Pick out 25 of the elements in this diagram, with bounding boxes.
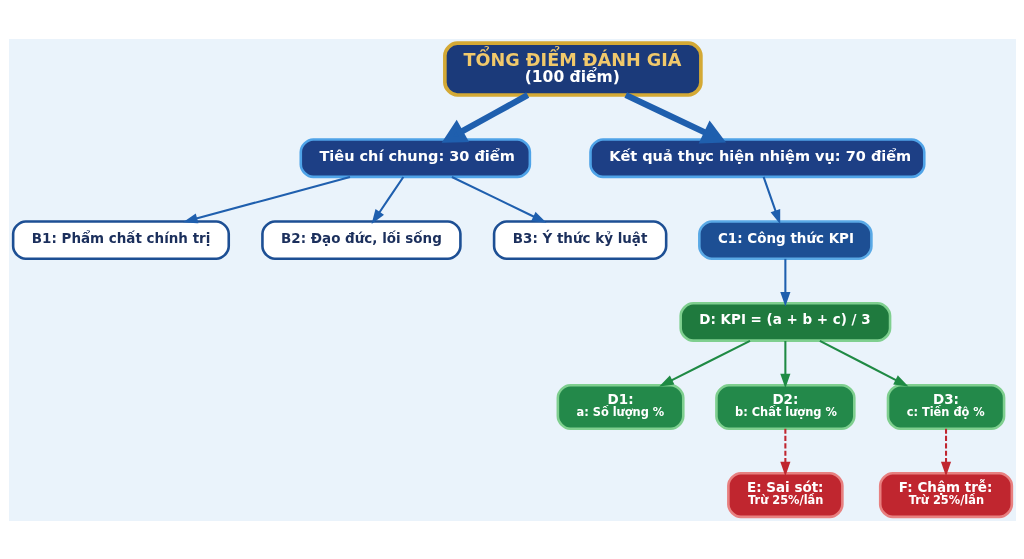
arrow — [779, 258, 790, 306]
node-box: D: KPI = (a + b + c) / 3 — [678, 301, 891, 342]
node-box: B2: Đạo đức, lối sống — [260, 219, 462, 260]
arrow — [623, 91, 726, 144]
node-box: E: Sai sót: Trừ 25%/lần — [726, 471, 844, 518]
arrow — [779, 428, 790, 476]
node-box: Kết quả thực hiện nhiệm vụ: 70 điểm — [588, 137, 926, 178]
node-box: B1: Phẩm chất chính trị — [11, 219, 230, 260]
node-box: Tiêu chí chung: 30 điểm — [299, 137, 531, 178]
node-box: TỔNG ĐIỂM ĐÁNH GIÁ (100 điểm) — [442, 40, 703, 97]
node-box: D1: a: Số lượng % — [556, 383, 685, 430]
arrow — [779, 340, 790, 388]
node-box: D2: b: Chất lượng % — [714, 383, 856, 430]
arrow — [450, 175, 546, 223]
arrow — [371, 175, 404, 224]
node-box: D3: c: Tiến độ % — [886, 383, 1005, 430]
node-box: C1: Công thức KPI — [697, 219, 873, 260]
node-box: F: Chậm trễ: Trừ 25%/lần — [878, 471, 1013, 518]
arrow — [441, 91, 529, 143]
arrow — [658, 339, 750, 386]
arrow — [818, 339, 908, 387]
arrow — [762, 176, 780, 224]
arrow — [182, 175, 350, 223]
node-box: B3: Ý thức kỷ luật — [492, 219, 667, 260]
arrow — [940, 428, 951, 476]
